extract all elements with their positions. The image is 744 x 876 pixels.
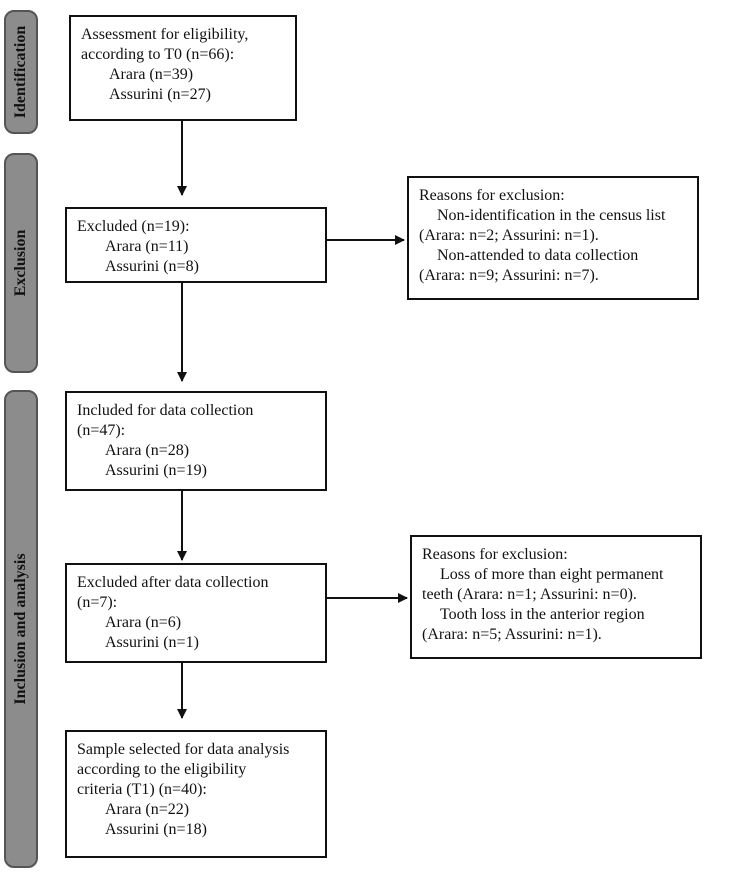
excluded-line2: Arara (n=11)	[105, 238, 189, 255]
reasons1-line3: (Arara: n=2; Assurini: n=1).	[419, 227, 599, 244]
included-line2: (n=47):	[77, 422, 126, 439]
assessment-line3: Arara (n=39)	[109, 66, 194, 83]
assessment-line4: Assurini (n=27)	[109, 86, 211, 103]
excluded-line3: Assurini (n=8)	[105, 258, 199, 275]
assessment-box: Assessment for eligibility, according to…	[69, 15, 297, 121]
sample-line5: Assurini (n=18)	[105, 821, 207, 838]
assessment-line1: Assessment for eligibility,	[81, 26, 249, 43]
sample-selected-box: Sample selected for data analysis accord…	[65, 730, 327, 858]
reasons1-line2: Non-identification in the census list	[437, 207, 666, 224]
included-line4: Assurini (n=19)	[105, 462, 207, 479]
phase-inclusion-analysis: Inclusion and analysis	[4, 390, 38, 868]
excluded-box: Excluded (n=19): Arara (n=11) Assurini (…	[65, 207, 327, 283]
sample-line4: Arara (n=22)	[105, 801, 190, 818]
phase-identification: Identification	[4, 10, 38, 134]
excluded2-line3: Arara (n=6)	[105, 614, 182, 631]
reasons1-line5: (Arara: n=9; Assurini: n=7).	[419, 267, 599, 284]
assessment-line2: according to T0 (n=66):	[81, 46, 235, 63]
excluded2-line2: (n=7):	[77, 594, 118, 611]
excluded2-line1: Excluded after data collection	[77, 574, 269, 591]
included-line3: Arara (n=28)	[105, 442, 190, 459]
reasons2-line3: teeth (Arara: n=1; Assurini: n=0).	[422, 586, 637, 603]
reasons1-line1: Reasons for exclusion:	[419, 187, 565, 204]
excluded-line1: Excluded (n=19):	[77, 218, 190, 235]
reasons2-line4: Tooth loss in the anterior region	[440, 606, 645, 623]
reasons2-line2: Loss of more than eight permanent	[440, 566, 664, 583]
included-box: Included for data collection (n=47): Ara…	[65, 391, 327, 491]
phase-exclusion: Exclusion	[4, 153, 38, 373]
excluded-after-collection-box: Excluded after data collection (n=7): Ar…	[65, 563, 327, 663]
sample-line3: criteria (T1) (n=40):	[77, 781, 207, 798]
sample-line1: Sample selected for data analysis	[77, 741, 290, 758]
excluded2-line4: Assurini (n=1)	[105, 634, 199, 651]
exclusion-reasons-box-1: Reasons for exclusion: Non-identificatio…	[407, 176, 699, 300]
sample-line2: according to the eligibility	[77, 761, 247, 778]
reasons2-line1: Reasons for exclusion:	[422, 546, 568, 563]
included-line1: Included for data collection	[77, 402, 254, 419]
reasons2-line5: (Arara: n=5; Assurini: n=1).	[422, 626, 602, 643]
exclusion-reasons-box-2: Reasons for exclusion: Loss of more than…	[410, 535, 702, 659]
reasons1-line4: Non-attended to data collection	[437, 247, 639, 264]
